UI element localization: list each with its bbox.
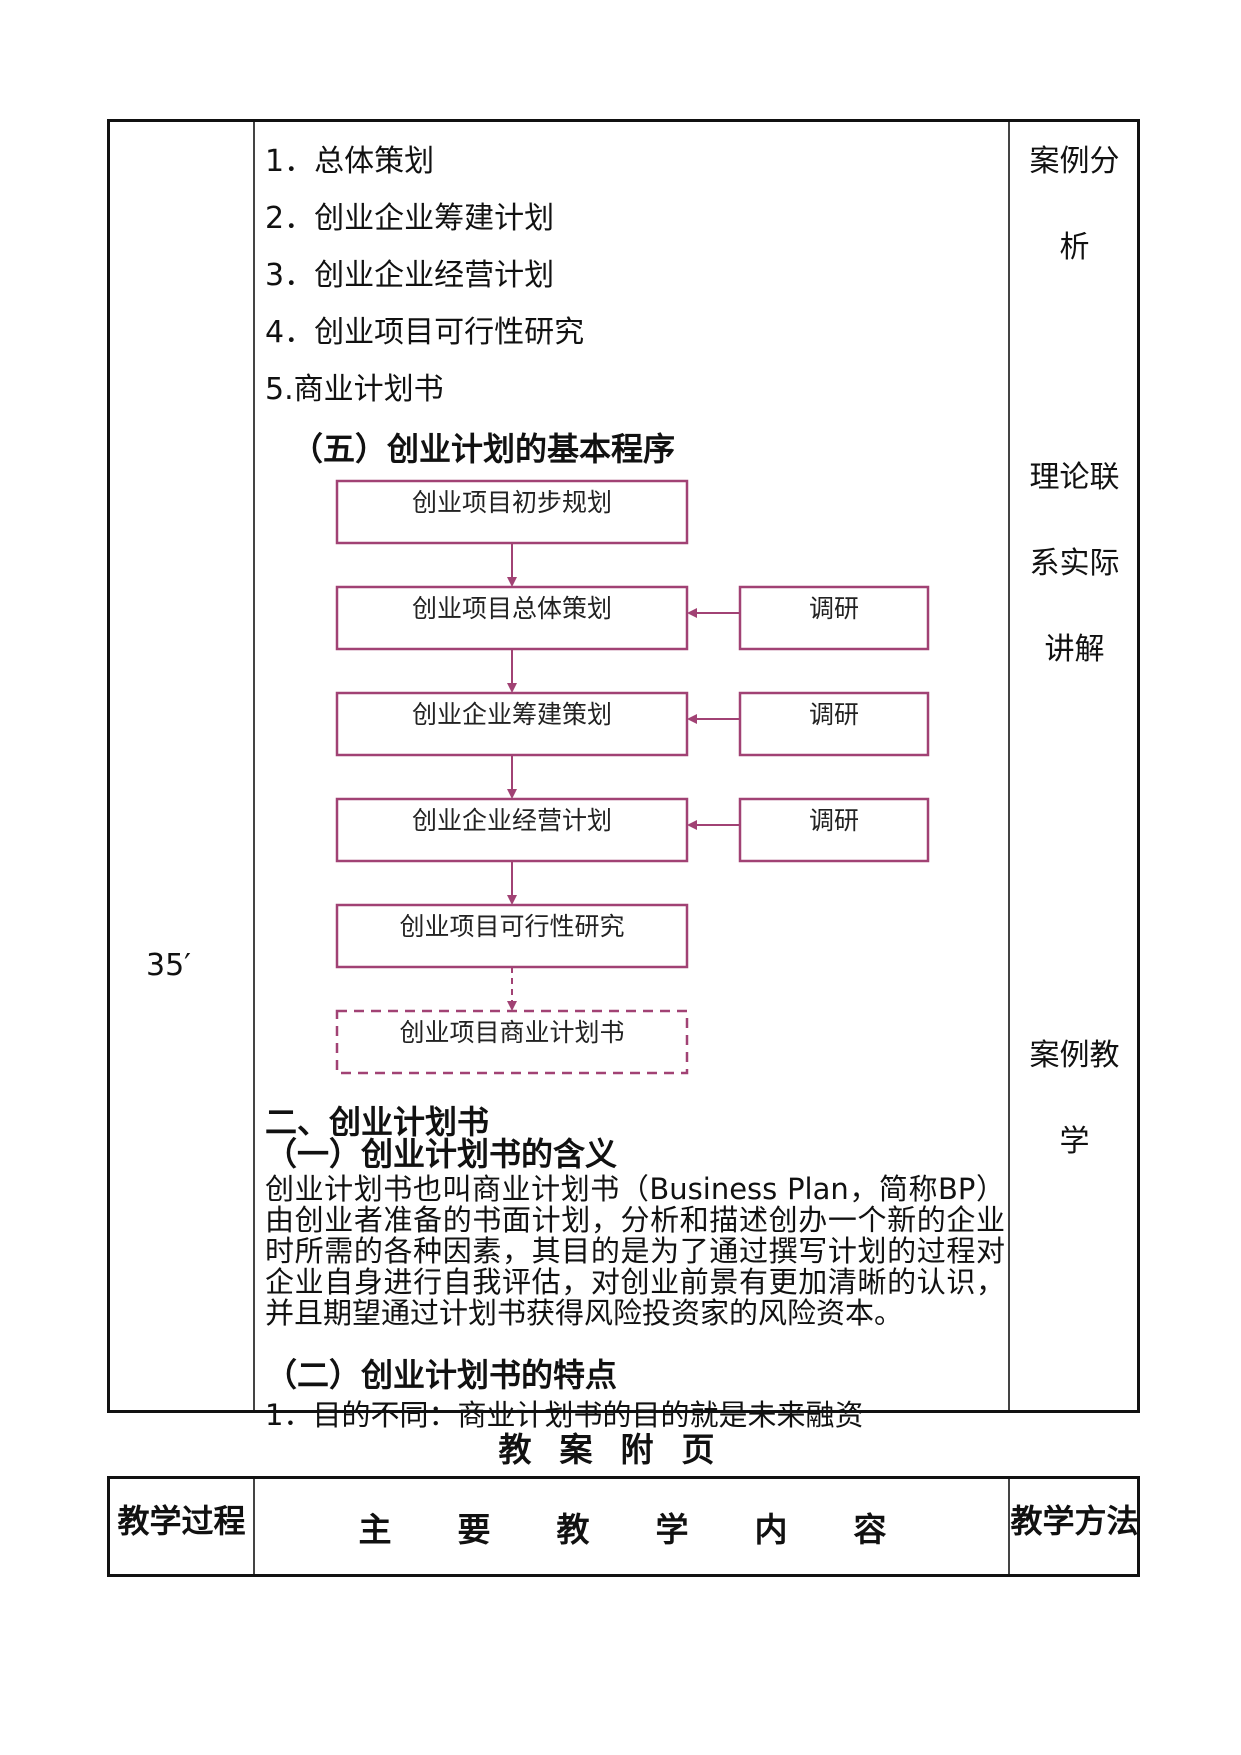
arrow-down-icon xyxy=(507,1001,517,1011)
list-item: 2．创业企业筹建计划 xyxy=(265,201,555,236)
column-divider xyxy=(253,1479,255,1574)
arrow-down-icon xyxy=(507,895,517,905)
method-text: 案例教 xyxy=(1029,1038,1120,1073)
column-divider xyxy=(1008,122,1010,1410)
flow-step-box xyxy=(335,479,689,545)
flow-step-label: 创业项目可行性研究 xyxy=(399,912,624,941)
header-main-content: 主要教学内容 xyxy=(358,1509,953,1549)
page-caption: 教案附页 xyxy=(498,1430,743,1469)
method-text: 案例分 xyxy=(1029,144,1120,179)
arrow-left-icon xyxy=(687,820,697,830)
time-cell: 35′ xyxy=(146,948,191,983)
method-text: 析 xyxy=(1059,230,1090,265)
column-divider xyxy=(253,122,255,1410)
flow-step-label: 创业项目总体策划 xyxy=(412,594,612,623)
research-label: 调研 xyxy=(809,700,859,729)
flow-step-label: 创业企业经营计划 xyxy=(412,806,612,835)
list-item: 3．创业企业经营计划 xyxy=(265,258,555,293)
arrow-down-icon xyxy=(507,577,517,587)
research-label: 调研 xyxy=(809,806,859,835)
cut-off-line: 1．目的不同：商业计划书的目的就是未来融资 xyxy=(265,1398,864,1432)
flow-step-label: 创业项目初步规划 xyxy=(412,488,612,517)
header-table: 教学过程 主要教学内容 教学方法 xyxy=(107,1476,1140,1577)
method-text: 学 xyxy=(1059,1124,1090,1159)
flow-step-box xyxy=(335,903,689,969)
list-item: 5.商业计划书 xyxy=(265,372,444,407)
research-box xyxy=(738,585,930,651)
research-box xyxy=(738,691,930,757)
list-item: 4．创业项目可行性研究 xyxy=(265,315,585,350)
lesson-table: 35′ 1．总体策划 2．创业企业筹建计划 3．创业企业经营计划 4．创业项目可… xyxy=(107,119,1140,1432)
arrow-left-icon xyxy=(687,608,697,618)
subsection-title: （二）创业计划书的特点 xyxy=(265,1356,618,1394)
research-box xyxy=(738,797,930,863)
list-item: 1．总体策划 xyxy=(265,144,435,179)
flow-step-label: 创业企业筹建策划 xyxy=(412,700,612,729)
heading-procedure: （五）创业计划的基本程序 xyxy=(291,430,676,468)
section-title: 二、创业计划书 xyxy=(265,1103,490,1141)
flow-step-label: 创业项目商业计划书 xyxy=(399,1018,624,1047)
header-teaching-method: 教学方法 xyxy=(1010,1502,1139,1540)
subsection-title: （一）创业计划书的含义 xyxy=(265,1135,618,1173)
flowchart: 创业项目初步规划 创业项目总体策划 创业企业筹建策划 创业企业经营计划 创业项目… xyxy=(335,479,930,1075)
definition-paragraph: 创业计划书也叫商业计划书（Business Plan，简称BP）由创业者准备的书… xyxy=(265,1172,1005,1330)
flow-step-box-final xyxy=(335,1009,689,1075)
arrow-down-icon xyxy=(507,789,517,799)
method-text: 系实际 xyxy=(1029,546,1120,581)
column-divider xyxy=(1008,1479,1010,1574)
arrow-down-icon xyxy=(507,683,517,693)
header-teaching-process: 教学过程 xyxy=(117,1502,246,1540)
arrow-left-icon xyxy=(687,714,697,724)
method-text: 讲解 xyxy=(1044,632,1105,667)
method-text: 理论联 xyxy=(1029,460,1120,495)
research-label: 调研 xyxy=(809,594,859,623)
